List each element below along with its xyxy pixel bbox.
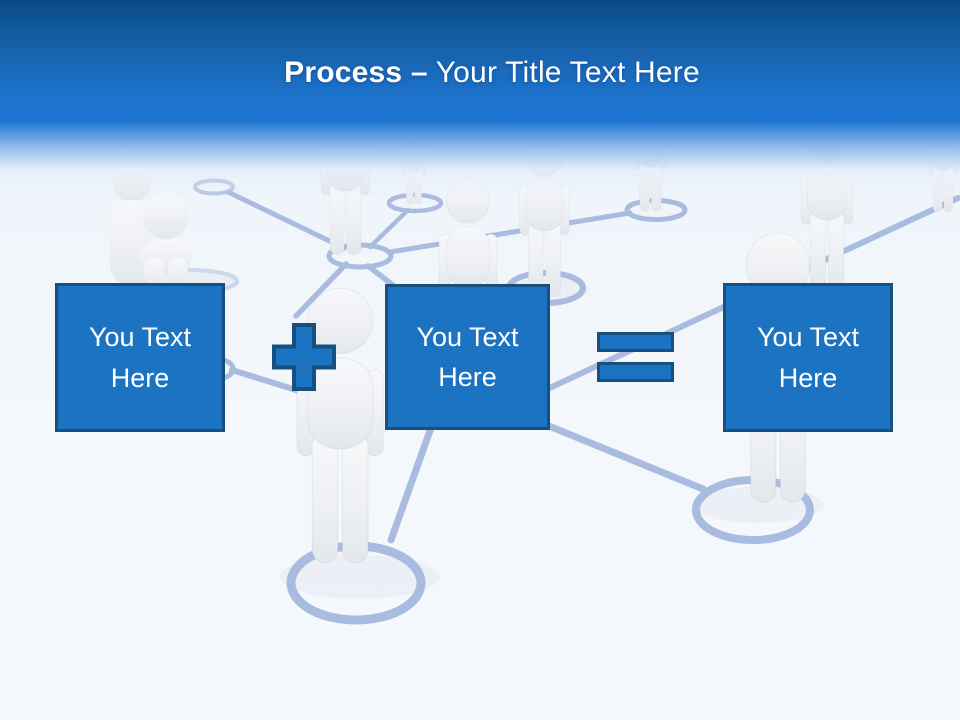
- figure-top-right-ring: [633, 104, 668, 212]
- plus-icon: [272, 323, 336, 391]
- equals-icon-bottom-bar: [597, 362, 674, 382]
- text-box-1-label: You Text Here: [88, 322, 192, 393]
- page-title: Process – Your Title Text Here: [12, 56, 960, 90]
- text-box-1[interactable]: You Text Here: [55, 283, 225, 432]
- figure-hub: [321, 100, 370, 256]
- figure-left-front: [140, 193, 192, 286]
- text-box-2[interactable]: You Text Here: [385, 284, 550, 430]
- title-text: Your Title Text Here: [435, 56, 700, 89]
- equals-icon-top-bar: [597, 332, 674, 352]
- title-separator: –: [410, 56, 428, 89]
- text-box-2-label: You Text Here: [416, 321, 519, 393]
- text-box-3-label: You Text Here: [756, 322, 860, 393]
- title-keyword: Process: [284, 56, 403, 89]
- text-box-3[interactable]: You Text Here: [723, 283, 893, 432]
